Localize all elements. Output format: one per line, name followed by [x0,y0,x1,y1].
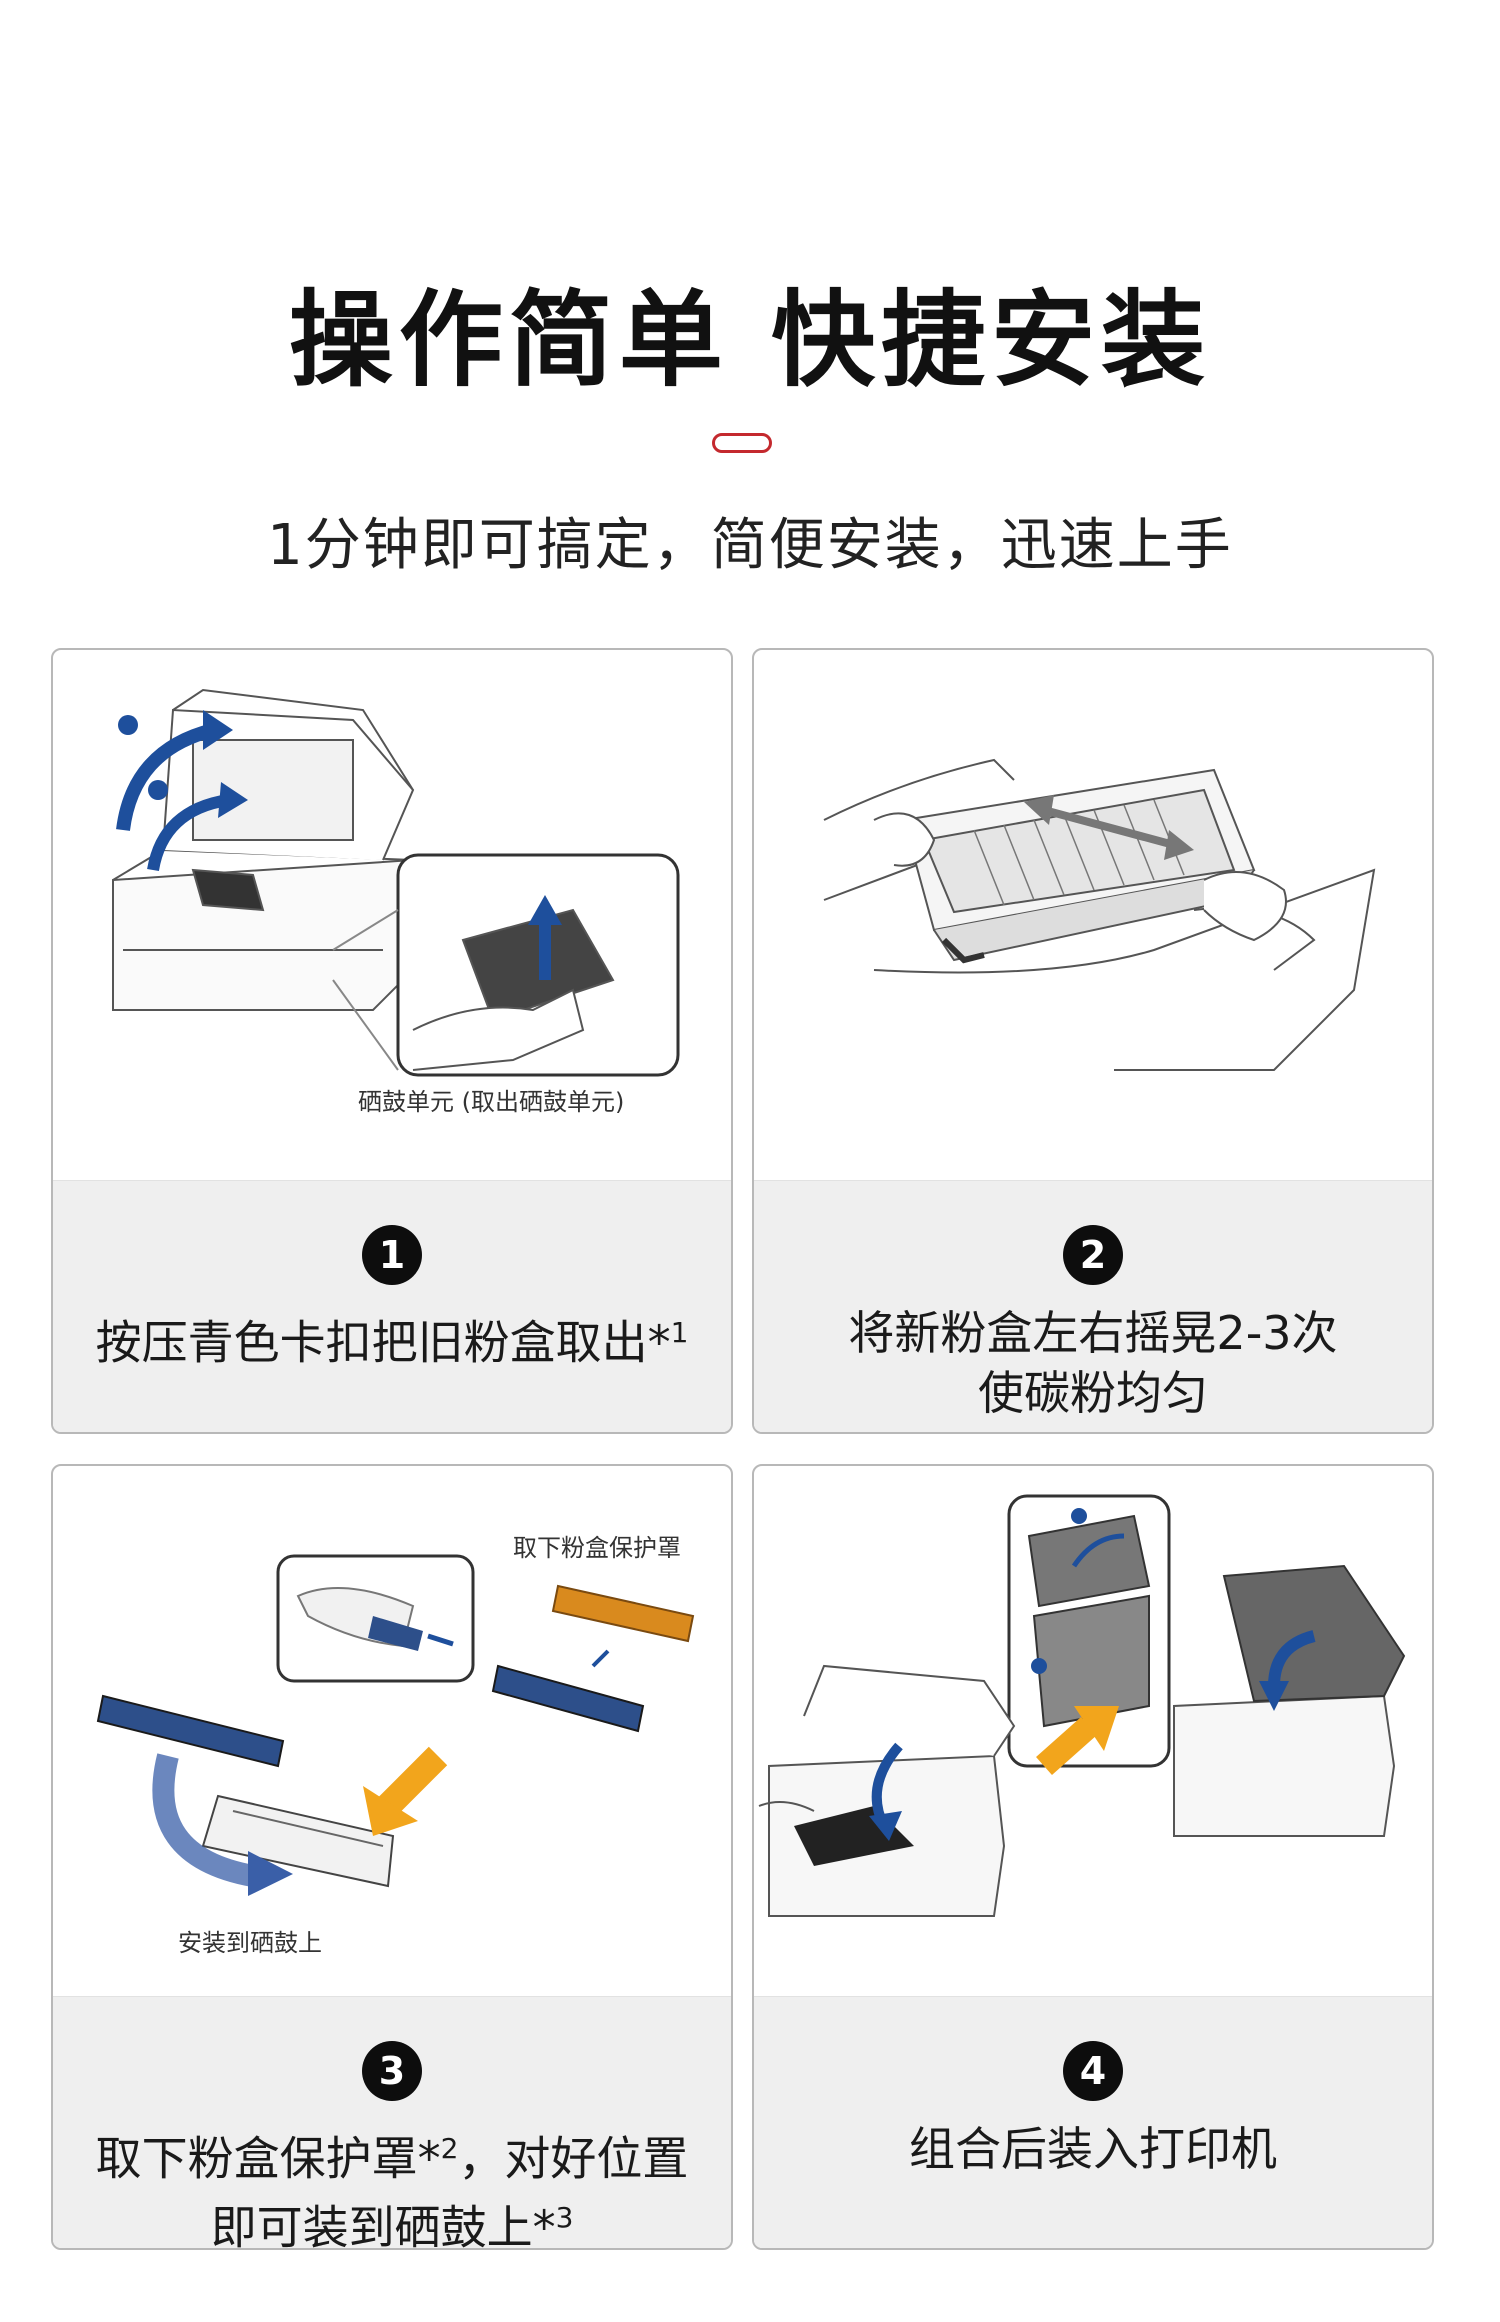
step-4-caption: 4 组合后装入打印机 [754,1996,1432,2248]
step-2-number-badge: 2 [1063,1225,1123,1285]
step-1-illustration-label: 硒鼓单元 (取出硒鼓单元) [358,1088,624,1116]
step-3-label-bottom: 安装到硒鼓上 [178,1929,322,1957]
step-3-number-badge: 3 [362,2041,422,2101]
step-1-text: 按压青色卡扣把旧粉盒取出*1 [95,1315,689,1370]
step-card-4: 4 组合后装入打印机 [752,1464,1434,2250]
step-1-number-badge: 1 [362,1225,422,1285]
page-title: 操作简单 快捷安装 [288,279,1212,401]
printer-open-illustration: 硒鼓单元 (取出硒鼓单元) [112,688,680,1116]
step-card-2: 2 将新粉盒左右摇晃2-3次 使碳粉均匀 [752,648,1434,1434]
shake-toner-illustration [823,758,1376,1071]
step-3-caption: 3 取下粉盒保护罩*2，对好位置 即可装到硒鼓上*3 [53,1996,731,2248]
step-card-1: 硒鼓单元 (取出硒鼓单元) 1 按压青色卡扣把旧粉盒取出*1 [51,648,733,1434]
step-1-caption: 1 按压青色卡扣把旧粉盒取出*1 [53,1180,731,1432]
step-card-3: 取下粉盒保护罩 安装到硒鼓上 3 取下粉盒 [51,1464,733,2250]
step-3-label-top: 取下粉盒保护罩 [513,1534,681,1562]
page-subtitle: 1分钟即可搞定，简便安装，迅速上手 [267,513,1233,578]
step-2-text: 将新粉盒左右摇晃2-3次 使碳粉均匀 [848,1306,1338,1420]
remove-cover-illustration: 取下粉盒保护罩 安装到硒鼓上 [96,1534,695,1957]
step-1-illustration: 硒鼓单元 (取出硒鼓单元) [53,650,731,1180]
title-accent-bar [712,433,772,453]
step-4-illustration [754,1466,1432,1996]
step-3-text: 取下粉盒保护罩*2，对好位置 即可装到硒鼓上*3 [95,2131,689,2250]
step-2-caption: 2 将新粉盒左右摇晃2-3次 使碳粉均匀 [754,1180,1432,1432]
step-4-text: 组合后装入打印机 [909,2122,1277,2176]
step-4-number-badge: 4 [1063,2041,1123,2101]
install-printer-illustration [758,1494,1406,1917]
step-2-illustration [754,650,1432,1180]
step-3-illustration: 取下粉盒保护罩 安装到硒鼓上 [53,1466,731,1996]
